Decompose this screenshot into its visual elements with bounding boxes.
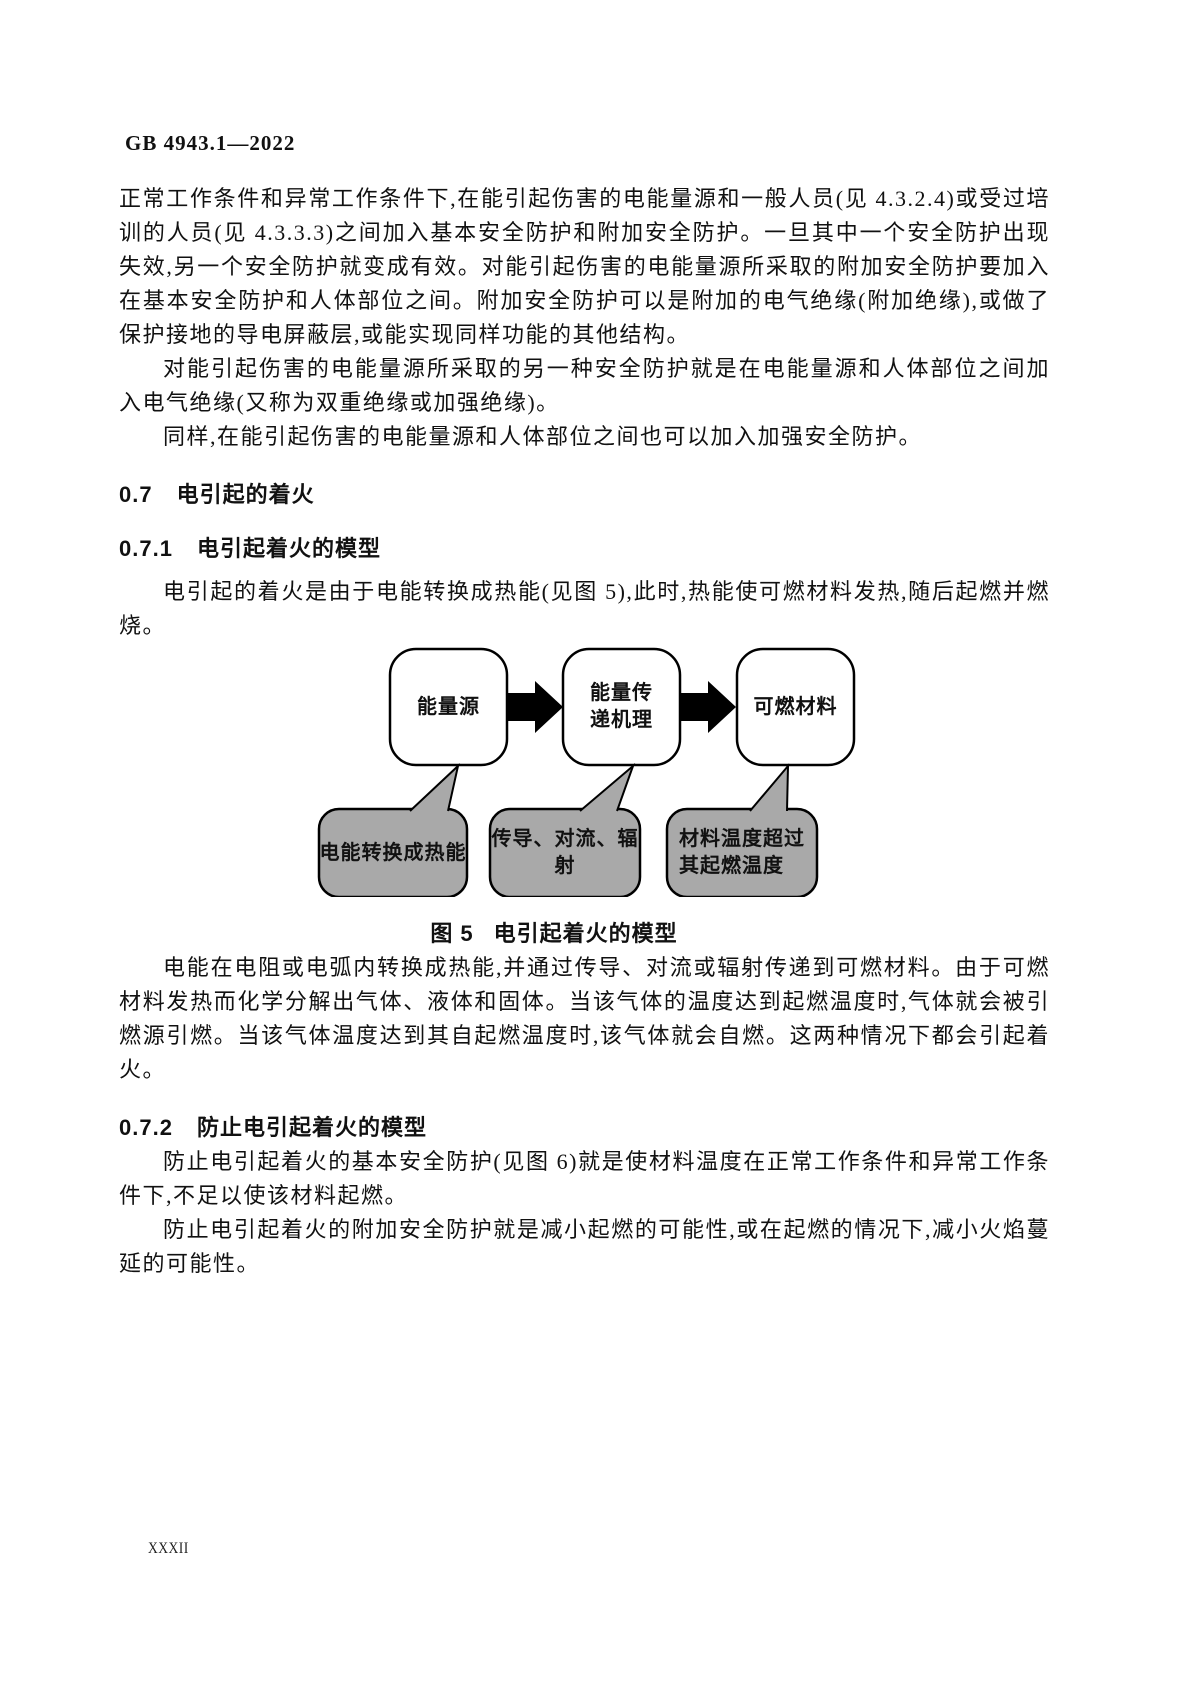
paragraph-after-figure: 电能在电阻或电弧内转换成热能,并通过传导、对流或辐射传递到可燃材料。由于可燃材料… (119, 955, 1050, 1082)
figure-5-diagram: 能量源 能量传 递机理 可燃材料 电能转换成热能 传导、对流、辐射 材料温度超过… (119, 643, 1050, 897)
doc-number: GB 4943.1—2022 (125, 131, 296, 155)
paragraph-model-intro: 电引起的着火是由于电能转换成热能(见图 5),此时,热能使可燃材料发热,随后起燃… (119, 579, 1050, 638)
paragraph-prevent-basic: 防止电引起着火的基本安全防护(见图 6)就是使材料温度在正常工作条件和异常工作条… (119, 1149, 1050, 1208)
section-number: 0.7.2 (119, 1115, 173, 1140)
box-label-combustible-material: 可燃材料 (753, 695, 838, 718)
figure-caption-title: 电引起着火的模型 (493, 921, 678, 946)
callout-transfer-modes (488, 807, 642, 897)
box-combustible-material (735, 647, 856, 767)
callout-ignition-temperature (665, 807, 819, 897)
callout-pointer (579, 762, 636, 812)
paragraph-intro-continued: 正常工作条件和异常工作条件下,在能引起伤害的电能量源和一般人员(见 4.3.2.… (119, 186, 1050, 347)
box-label-energy-transfer: 能量传 递机理 (590, 682, 653, 731)
section-heading-0-7: 0.7 电引起的着火 (119, 478, 1050, 512)
figure-caption-number: 图 5 (430, 921, 474, 946)
paragraph-prevent-supplementary: 防止电引起着火的附加安全防护就是减小起燃的可能性,或在起燃的情况下,减小火焰蔓延… (119, 1217, 1050, 1276)
section-title: 电引起着火的模型 (196, 536, 381, 561)
arrow-right-icon (507, 681, 563, 733)
page-number: XXXII (148, 1540, 189, 1557)
paragraph-another-safeguard: 对能引起伤害的电能量源所采取的另一种安全防护就是在电能量源和人体部位之间加入电气… (119, 356, 1050, 415)
section-number: 0.7 (119, 482, 153, 507)
section-heading-0-7-1: 0.7.1 电引起着火的模型 (119, 532, 1050, 566)
page-content: GB 4943.1—2022 正常工作条件和异常工作条件下,在能引起伤害的电能量… (119, 131, 1050, 1281)
paragraph-same: 同样,在能引起伤害的电能量源和人体部位之间也可以加入加强安全防护。 (163, 424, 923, 449)
callout-label-ignition-temperature: 材料温度超过 其起燃温度 (679, 828, 805, 877)
section-title: 防止电引起着火的模型 (196, 1115, 427, 1140)
section-title: 电引起的着火 (176, 482, 315, 507)
figure-5-graphics (317, 647, 856, 897)
box-label-energy-source: 能量源 (417, 695, 480, 718)
callout-pointer (409, 763, 460, 812)
callout-label-transfer-modes: 传导、对流、辐射 (491, 828, 639, 877)
callout-heat-conversion (317, 807, 469, 897)
callout-label-heat-conversion: 电能转换成热能 (319, 841, 467, 864)
figure-caption: 图 5 电引起着火的模型 (119, 917, 989, 951)
callout-pointer (749, 763, 790, 812)
arrow-right-icon (680, 681, 736, 733)
section-number: 0.7.1 (119, 536, 173, 561)
section-heading-0-7-2: 0.7.2 防止电引起着火的模型 (119, 1111, 1050, 1145)
